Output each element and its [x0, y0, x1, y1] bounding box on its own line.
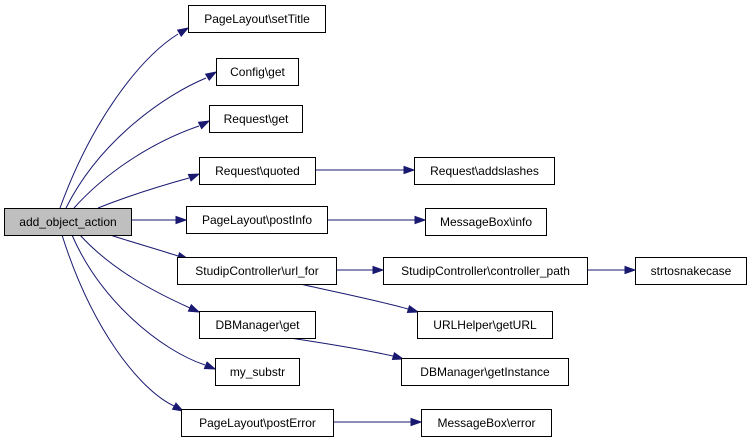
node-label: Request\addslashes	[430, 164, 539, 178]
edge-line	[61, 234, 175, 407]
node-box	[209, 105, 303, 133]
edge-post_error-to-messagebox_error	[333, 417, 423, 427]
edge-line	[289, 337, 394, 357]
edge-line	[97, 177, 190, 209]
edge-line	[71, 234, 206, 366]
edge-root-to-post_info	[131, 215, 188, 225]
edge-line	[73, 125, 200, 209]
arrowhead-icon	[171, 402, 185, 412]
arrowhead-icon	[203, 361, 217, 370]
node-config-get[interactable]: Config\get	[216, 58, 299, 86]
node-messagebox-error[interactable]: MessageBox\error	[421, 409, 552, 437]
arrowhead-icon	[176, 27, 190, 38]
node-controller-path[interactable]: StudipController\controller_path	[383, 257, 588, 285]
arrowhead-icon	[175, 215, 188, 225]
node-label: StudipController\url_for	[195, 264, 318, 278]
arrowhead-icon	[403, 165, 416, 175]
node-label: StudipController\controller_path	[401, 264, 570, 278]
arrowhead-icon	[410, 417, 423, 427]
node-label: DBManager\get	[215, 318, 300, 332]
edge-controller_path-to-strtosnakecase	[587, 265, 637, 275]
node-label: my_substr	[230, 365, 285, 379]
arrowhead-icon	[414, 215, 427, 225]
node-box	[414, 157, 555, 185]
node-label: PageLayout\postError	[199, 416, 316, 430]
node-box	[417, 311, 553, 339]
node-urlhelper-geturl[interactable]: URLHelper\getURL	[417, 311, 553, 339]
edges-layer	[59, 27, 637, 427]
edge-root-to-request_quoted	[97, 173, 201, 209]
edge-line	[79, 234, 191, 309]
root-node-box	[4, 208, 132, 236]
edge-line	[65, 77, 207, 209]
node-box	[635, 257, 747, 285]
edge-root-to-post_error	[61, 234, 185, 412]
node-label: PageLayout\setTitle	[204, 12, 310, 26]
node-label: PageLayout\postInfo	[202, 213, 312, 227]
node-box	[177, 257, 337, 285]
edge-post_info-to-messagebox_info	[327, 215, 427, 225]
node-url-for[interactable]: StudipController\url_for	[177, 257, 337, 285]
node-label: MessageBox\error	[437, 416, 535, 430]
edge-line	[299, 283, 409, 310]
arrowhead-icon	[624, 265, 637, 275]
edge-root-to-my_substr	[71, 234, 217, 370]
node-label: MessageBox\info	[440, 215, 532, 229]
arrowhead-icon	[187, 173, 201, 182]
nodes-layer: add_object_action PageLayout\setTitleConf…	[4, 5, 747, 437]
node-label: DBManager\getInstance	[420, 365, 550, 379]
arrowhead-icon	[197, 120, 211, 130]
node-box	[215, 358, 300, 386]
edge-line	[59, 33, 179, 209]
node-post-error[interactable]: PageLayout\postError	[181, 409, 334, 437]
node-box	[199, 311, 316, 339]
node-box	[401, 358, 569, 386]
edge-url_for-to-controller_path	[336, 265, 385, 275]
node-label: Config\get	[230, 65, 285, 79]
arrowhead-icon	[391, 351, 405, 361]
node-box	[425, 208, 547, 236]
arrowhead-icon	[406, 304, 420, 314]
edge-dbmanager_get-to-dbmanager_getinstance	[289, 337, 405, 361]
edge-root-to-request_get	[73, 120, 211, 209]
edge-line	[109, 234, 179, 257]
edge-url_for-to-urlhelper_geturl	[299, 283, 420, 314]
node-box	[383, 257, 588, 285]
node-request-addslashes[interactable]: Request\addslashes	[414, 157, 555, 185]
edge-root-to-dbmanager_get	[79, 234, 201, 313]
node-box	[199, 157, 316, 185]
edge-root-to-config_get	[65, 71, 218, 209]
arrowhead-icon	[187, 303, 201, 313]
edge-request_quoted-to-request_addslashes	[315, 165, 416, 175]
node-label: Request\get	[224, 112, 289, 126]
node-box	[421, 409, 552, 437]
node-my-substr[interactable]: my_substr	[215, 358, 300, 386]
node-label: strtosnakecase	[651, 264, 732, 278]
node-dbmanager-get[interactable]: DBManager\get	[199, 311, 316, 339]
edge-root-to-set_title	[59, 27, 190, 209]
node-strtosnakecase[interactable]: strtosnakecase	[635, 257, 747, 285]
edge-root-to-url_for	[109, 234, 190, 261]
node-box	[188, 5, 326, 33]
node-request-quoted[interactable]: Request\quoted	[199, 157, 316, 185]
node-request-get[interactable]: Request\get	[209, 105, 303, 133]
arrowhead-icon	[204, 71, 218, 82]
node-post-info[interactable]: PageLayout\postInfo	[186, 206, 328, 234]
node-label: URLHelper\getURL	[433, 318, 537, 332]
node-messagebox-info[interactable]: MessageBox\info	[425, 208, 547, 236]
node-box	[181, 409, 334, 437]
node-dbmanager-getinstance[interactable]: DBManager\getInstance	[401, 358, 569, 386]
node-box	[186, 206, 328, 234]
node-set-title[interactable]: PageLayout\setTitle	[188, 5, 326, 33]
node-label: Request\quoted	[215, 164, 300, 178]
node-label: add_object_action	[19, 215, 116, 229]
arrowhead-icon	[372, 265, 385, 275]
node-box	[216, 58, 299, 86]
node-root[interactable]: add_object_action	[4, 208, 132, 236]
